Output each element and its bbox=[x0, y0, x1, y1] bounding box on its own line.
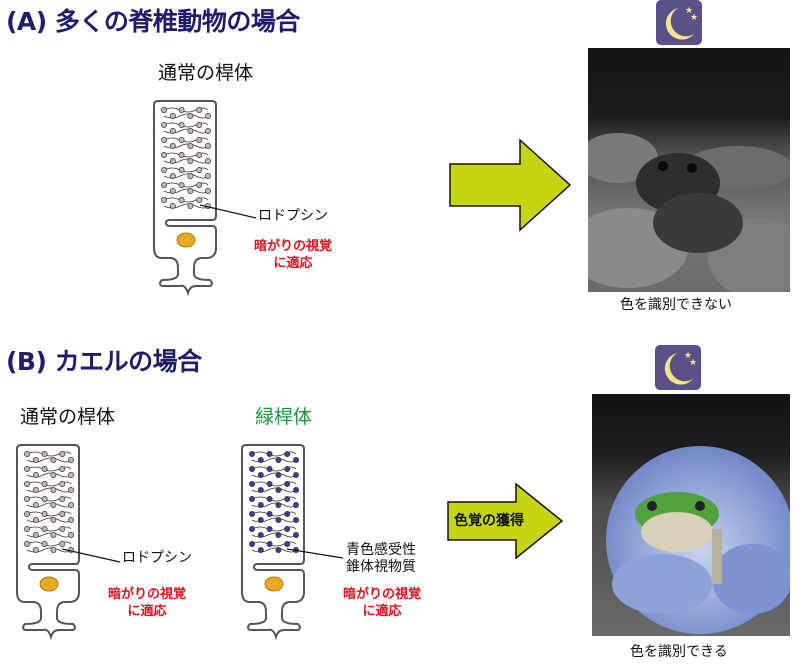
section-a-title: (A) 多くの脊椎動物の場合 bbox=[6, 7, 300, 36]
adaptation-text-b: 暗がりの視覚 に適応 bbox=[108, 586, 186, 620]
green-pigment-line2: 錐体視物質 bbox=[346, 559, 416, 575]
caption-b: 色を識別できる bbox=[630, 644, 728, 660]
green-rod-cell bbox=[241, 444, 305, 641]
pointer-line-a bbox=[200, 204, 257, 219]
rod-cell-a bbox=[153, 100, 217, 297]
adaptation-line2: に適応 bbox=[127, 604, 167, 619]
adaptation-text-a: 暗がりの視覚 に適応 bbox=[254, 238, 332, 272]
svg-text:★: ★ bbox=[685, 6, 693, 16]
green-pigment-label: 青色感受性 錐体視物質 bbox=[346, 542, 416, 576]
caption-a: 色を識別できない bbox=[620, 297, 732, 313]
section-b-title: (B) カエルの場合 bbox=[6, 347, 202, 376]
frog-photo-color bbox=[592, 394, 790, 636]
pointer-line-b bbox=[62, 548, 121, 563]
moon-icon: ★★ bbox=[656, 0, 702, 45]
adaptation-line1: 暗がりの視覚 bbox=[343, 587, 422, 602]
adaptation-line2: に適応 bbox=[362, 604, 402, 619]
adaptation-line2: に適応 bbox=[273, 256, 313, 271]
rod-label-a: 通常の桿体 bbox=[158, 62, 254, 84]
moon-icon: ★★ bbox=[655, 345, 701, 390]
green-pigment-line1: 青色感受性 bbox=[346, 542, 416, 558]
arrow-b: 色覚の獲得 bbox=[446, 482, 566, 560]
pointer-line-green bbox=[287, 548, 344, 559]
adaptation-line1: 暗がりの視覚 bbox=[254, 239, 333, 254]
pigment-label-a: ロドプシン bbox=[258, 208, 328, 224]
green-adaptation-text: 暗がりの視覚 に適応 bbox=[343, 586, 421, 620]
frog-photo-grayscale bbox=[588, 48, 790, 292]
pigment-label-b: ロドプシン bbox=[122, 550, 192, 566]
adaptation-line1: 暗がりの視覚 bbox=[108, 587, 187, 602]
green-rod-label: 緑桿体 bbox=[255, 406, 313, 428]
svg-text:★: ★ bbox=[690, 13, 698, 23]
rod-label-b: 通常の桿体 bbox=[20, 406, 116, 428]
arrow-a bbox=[449, 138, 572, 232]
rod-cell-b bbox=[16, 444, 80, 641]
svg-text:★: ★ bbox=[684, 351, 692, 361]
svg-text:★: ★ bbox=[689, 358, 697, 368]
arrow-label: 色覚の獲得 bbox=[454, 513, 524, 529]
